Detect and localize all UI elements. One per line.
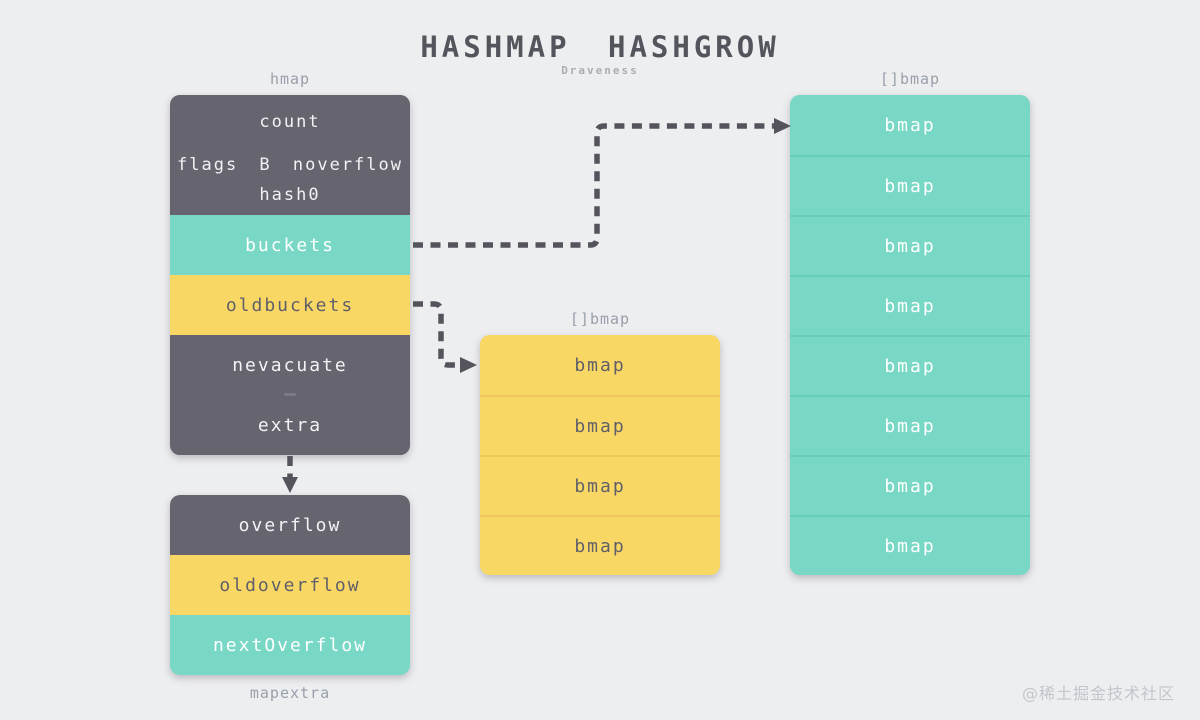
diagram-title: HASHMAP HASHGROW: [420, 30, 780, 64]
new-bmap-row: bmap: [790, 455, 1030, 515]
hmap-row-divider: [284, 393, 296, 396]
hmap-field-noverflow: noverflow: [292, 155, 403, 175]
oldbuckets-arrow: [413, 301, 477, 373]
old-bmap-row: bmap: [480, 515, 720, 575]
hmap-label: hmap: [269, 70, 311, 88]
new-bmap-row: bmap: [790, 215, 1030, 275]
mapextra-struct: overflow oldoverflow nextOverflow: [170, 495, 410, 675]
oldbuckets-arrowhead-icon: [460, 357, 477, 373]
new-bucket-array: bmap bmap bmap bmap bmap bmap bmap bmap: [790, 95, 1030, 575]
old-bucket-array-label: []bmap: [569, 310, 631, 328]
hmap-field-flags-row: flags B noverflow: [170, 155, 410, 175]
new-bmap-row: bmap: [790, 335, 1030, 395]
new-bmap-row: bmap: [790, 395, 1030, 455]
hmap-field-oldbuckets: oldbuckets: [170, 275, 410, 335]
new-bmap-row: bmap: [790, 275, 1030, 335]
buckets-arrow: [413, 118, 791, 248]
new-bucket-array-label: []bmap: [879, 70, 941, 88]
old-bmap-row: bmap: [480, 455, 720, 515]
mapextra-field-overflow: overflow: [170, 495, 410, 555]
hmap-field-extra: extra: [170, 395, 410, 455]
hmap-struct: count flags B noverflow hash0 buckets ol…: [170, 95, 410, 455]
watermark: @稀土掘金技术社区: [1021, 684, 1175, 703]
new-bmap-row: bmap: [790, 95, 1030, 155]
mapextra-label: mapextra: [249, 684, 331, 702]
old-bucket-array: bmap bmap bmap bmap: [480, 335, 720, 575]
hmap-field-b: B: [259, 155, 272, 175]
diagram-subtitle: Draveness: [561, 64, 639, 77]
hmap-field-flags: flags: [177, 155, 239, 175]
extra-arrow: [282, 456, 298, 493]
old-bmap-row: bmap: [480, 335, 720, 395]
mapextra-field-nextoverflow: nextOverflow: [170, 615, 410, 675]
extra-arrowhead-icon: [282, 477, 298, 493]
buckets-arrowhead-icon: [774, 118, 791, 134]
hmap-field-hash0: hash0: [259, 185, 321, 205]
mapextra-field-oldoverflow: oldoverflow: [170, 555, 410, 615]
new-bmap-row: bmap: [790, 155, 1030, 215]
old-bmap-row: bmap: [480, 395, 720, 455]
hmap-field-buckets: buckets: [170, 215, 410, 275]
hmap-field-count: count: [259, 112, 321, 132]
hmap-field-nevacuate: nevacuate: [170, 335, 410, 395]
hmap-header: count flags B noverflow hash0: [170, 95, 410, 215]
new-bmap-row: bmap: [790, 515, 1030, 575]
